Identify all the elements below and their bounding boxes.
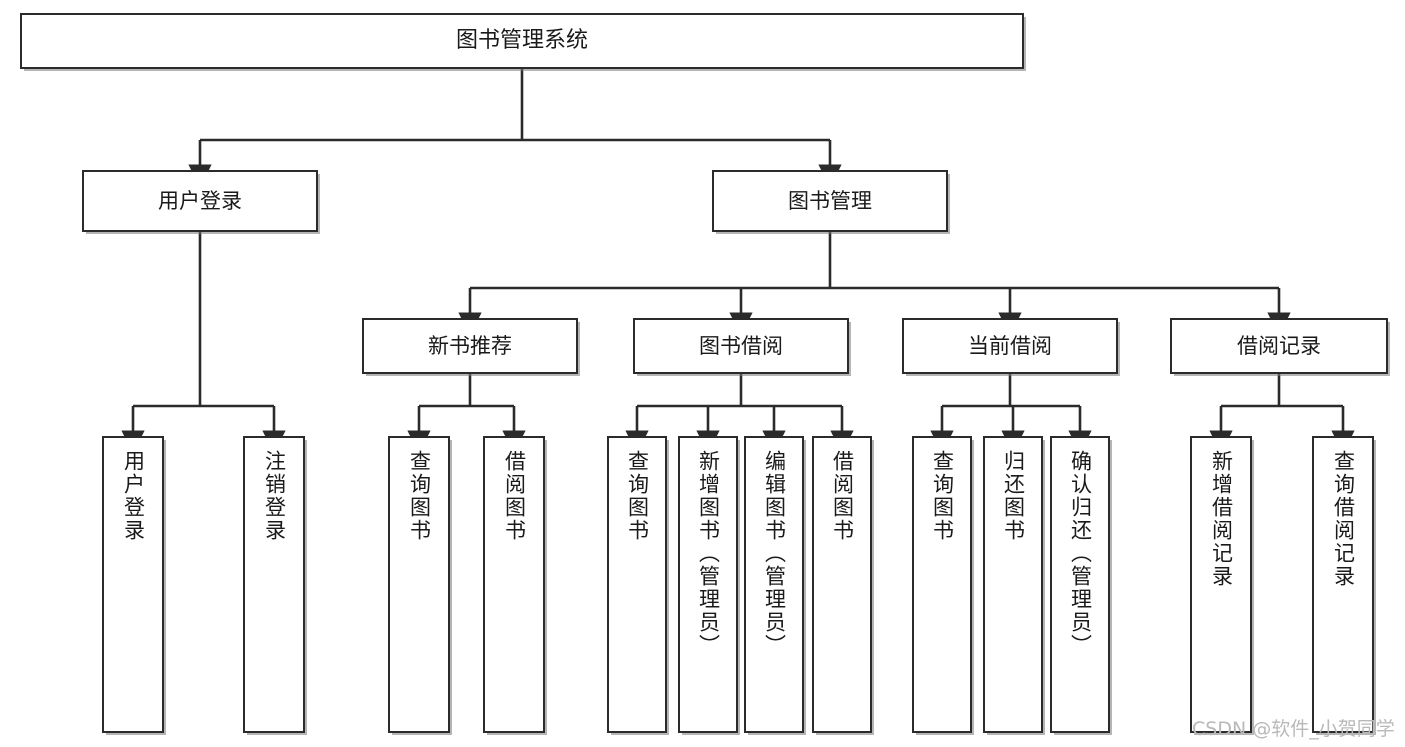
node-leaf-borrow-book-1[interactable]: 借阅图书 <box>483 436 545 733</box>
node-leaf-query-book-3-label: 查询图书 <box>930 450 955 542</box>
node-leaf-return-book[interactable]: 归还图书 <box>983 436 1043 733</box>
node-leaf-add-book-label: 新增图书（管理员） <box>696 450 721 657</box>
node-leaf-user-login-label: 用户登录 <box>121 450 146 542</box>
node-leaf-add-record[interactable]: 新增借阅记录 <box>1190 436 1252 733</box>
node-leaf-edit-book-label: 编辑图书（管理员） <box>762 450 787 657</box>
node-leaf-query-book-1-label: 查询图书 <box>407 450 432 542</box>
node-user-login[interactable]: 用户登录 <box>82 170 318 232</box>
node-root-label: 图书管理系统 <box>455 28 588 54</box>
node-book-borrow-label: 图书借阅 <box>699 333 783 358</box>
node-leaf-confirm-return[interactable]: 确认归还（管理员） <box>1050 436 1110 733</box>
node-leaf-borrow-book-2[interactable]: 借阅图书 <box>812 436 872 733</box>
node-current-borrow[interactable]: 当前借阅 <box>902 318 1118 374</box>
node-leaf-borrow-book-1-label: 借阅图书 <box>502 450 527 542</box>
node-leaf-query-book-2[interactable]: 查询图书 <box>607 436 667 733</box>
node-leaf-query-book-2-label: 查询图书 <box>625 450 650 542</box>
node-new-book-recommend[interactable]: 新书推荐 <box>362 318 578 374</box>
node-new-book-recommend-label: 新书推荐 <box>428 333 512 358</box>
node-leaf-user-login[interactable]: 用户登录 <box>102 436 164 733</box>
node-leaf-logout[interactable]: 注销登录 <box>243 436 305 733</box>
node-leaf-confirm-return-label: 确认归还（管理员） <box>1068 450 1093 657</box>
node-user-login-label: 用户登录 <box>158 188 242 213</box>
node-leaf-query-record[interactable]: 查询借阅记录 <box>1312 436 1374 733</box>
node-leaf-edit-book[interactable]: 编辑图书（管理员） <box>744 436 804 733</box>
node-leaf-add-book[interactable]: 新增图书（管理员） <box>678 436 738 733</box>
node-leaf-query-book-3[interactable]: 查询图书 <box>912 436 972 733</box>
node-borrow-record-label: 借阅记录 <box>1237 333 1321 358</box>
node-leaf-logout-label: 注销登录 <box>262 450 287 542</box>
node-leaf-query-book-1[interactable]: 查询图书 <box>388 436 450 733</box>
node-book-borrow[interactable]: 图书借阅 <box>633 318 849 374</box>
node-borrow-record[interactable]: 借阅记录 <box>1170 318 1388 374</box>
node-root[interactable]: 图书管理系统 <box>20 13 1024 69</box>
node-leaf-borrow-book-2-label: 借阅图书 <box>830 450 855 542</box>
csdn-watermark: CSDN @软件_小贺同学 <box>1192 718 1395 740</box>
node-book-manage[interactable]: 图书管理 <box>712 170 948 232</box>
node-book-manage-label: 图书管理 <box>788 188 872 213</box>
node-leaf-add-record-label: 新增借阅记录 <box>1209 450 1234 588</box>
node-leaf-query-record-label: 查询借阅记录 <box>1331 450 1356 588</box>
node-current-borrow-label: 当前借阅 <box>968 333 1052 358</box>
node-leaf-return-book-label: 归还图书 <box>1001 450 1026 542</box>
